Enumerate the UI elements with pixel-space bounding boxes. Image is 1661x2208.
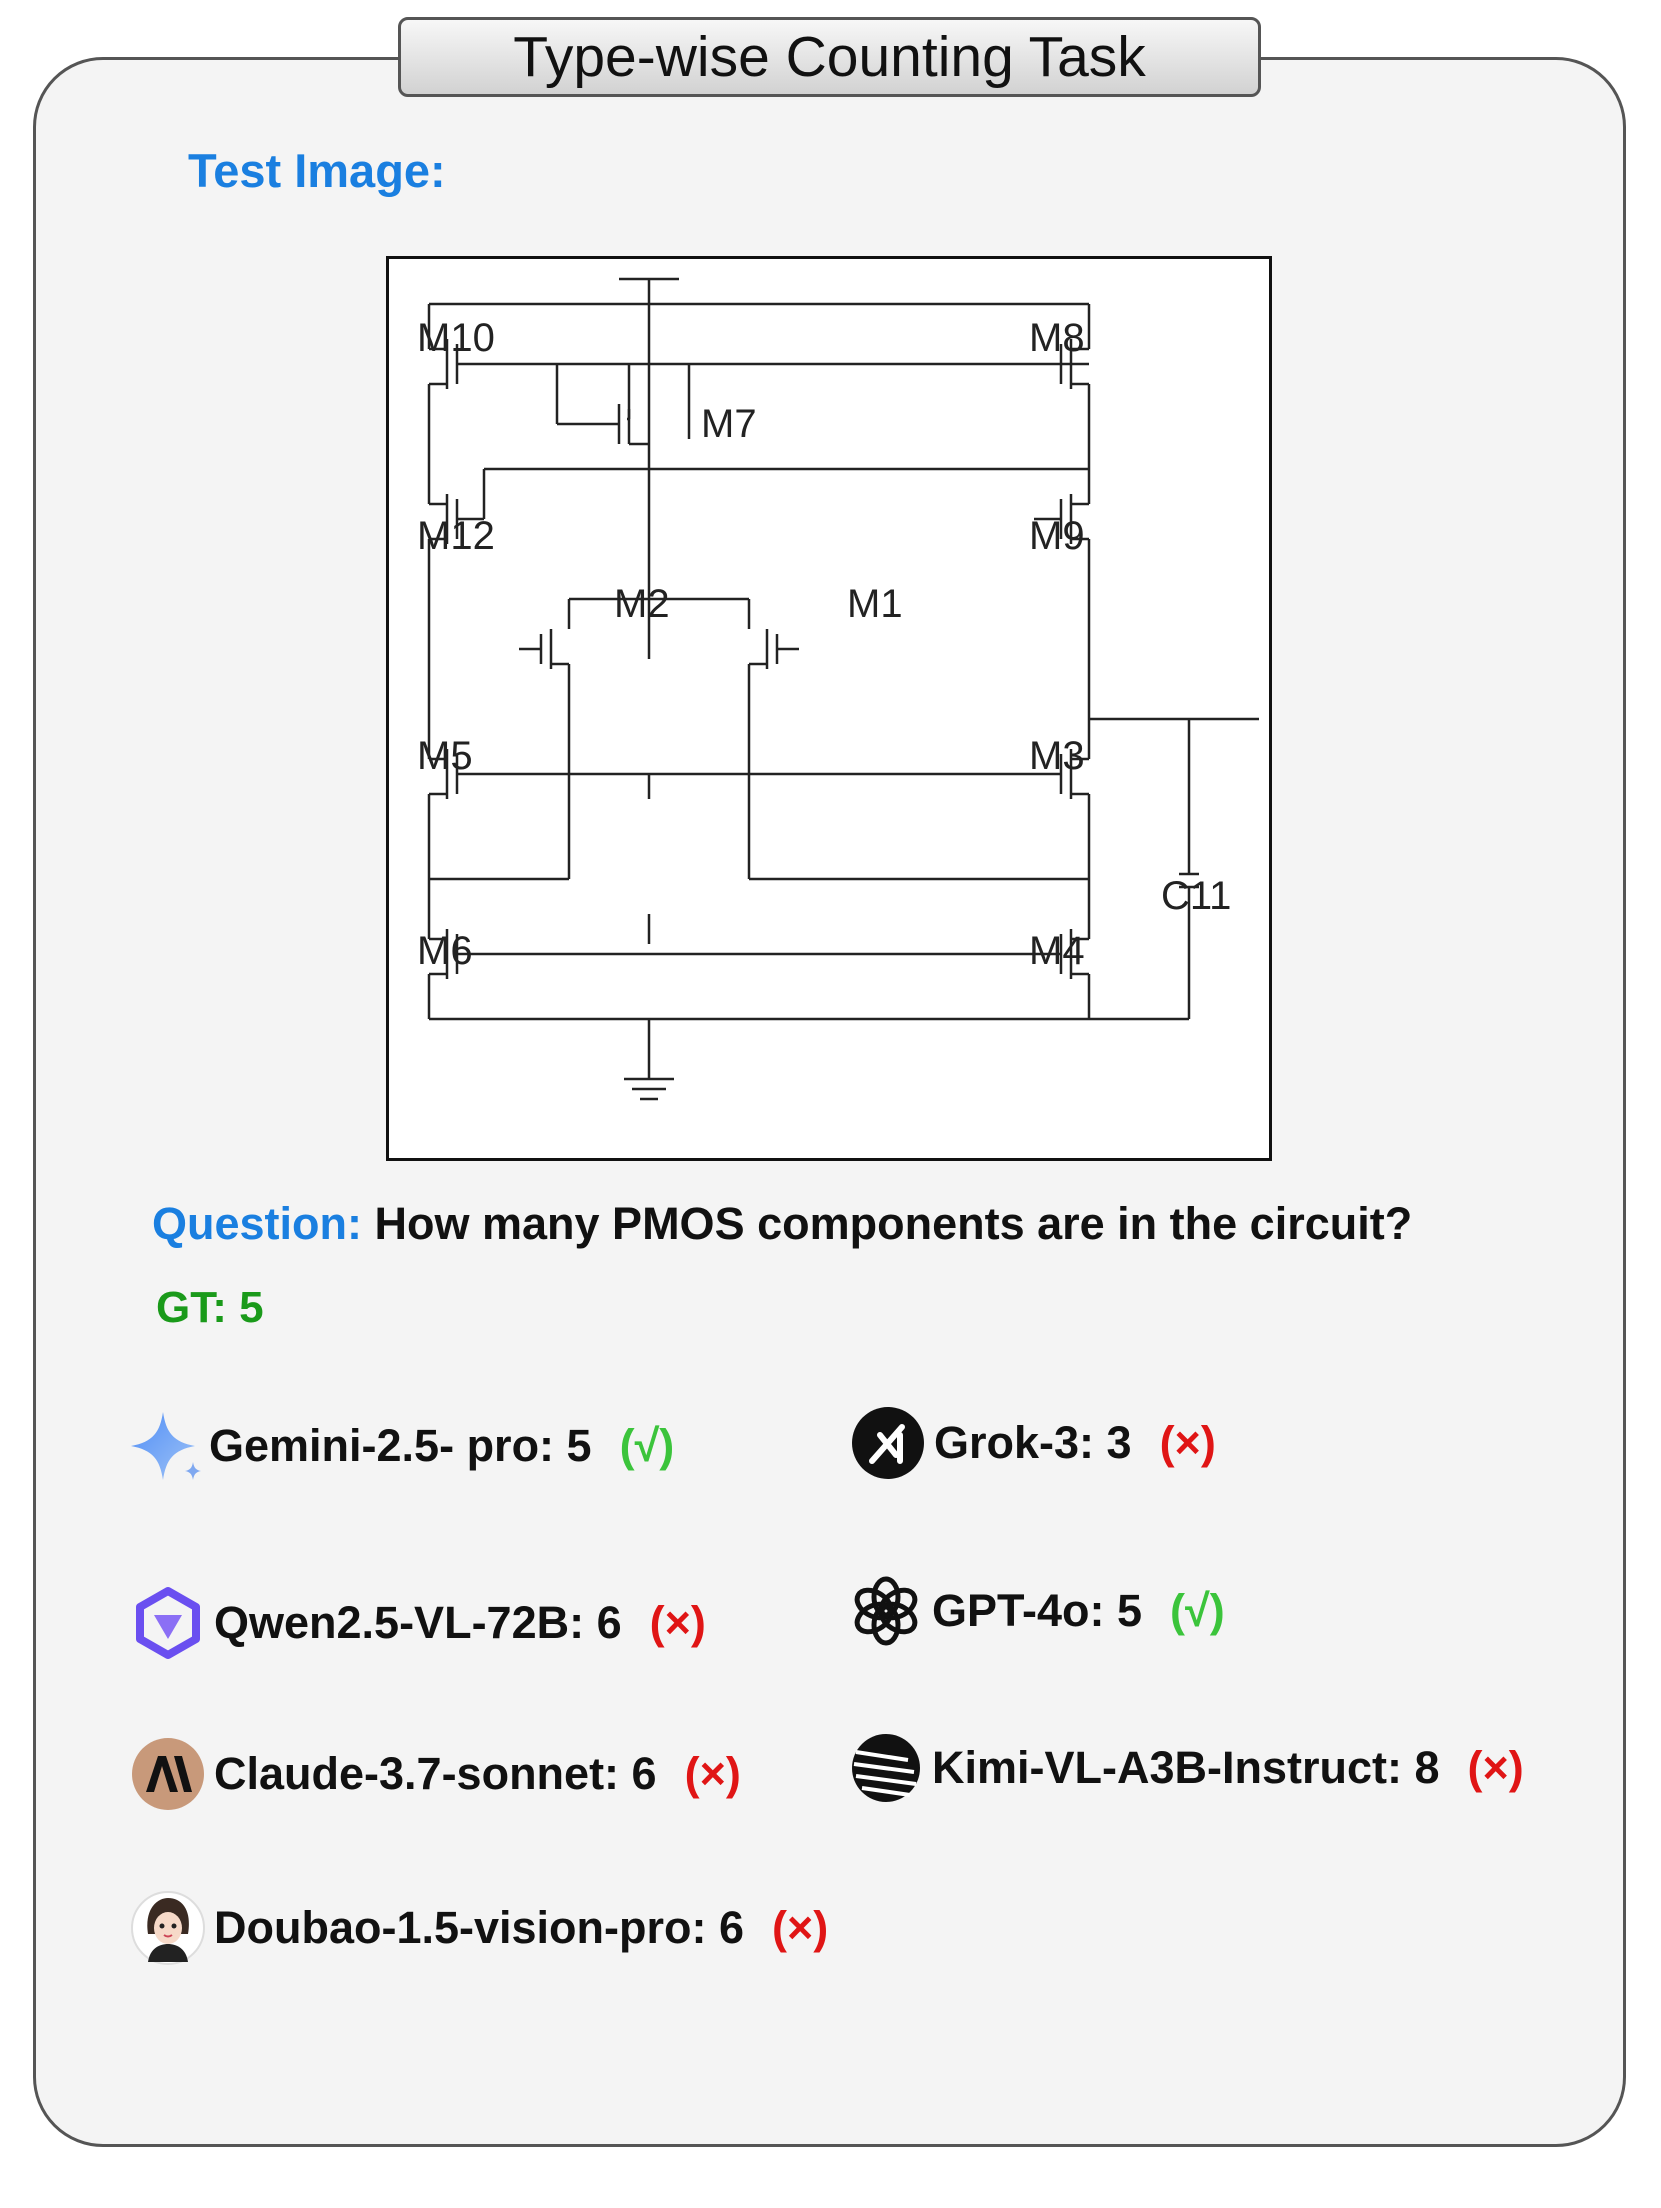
task-title: Type-wise Counting Task (398, 17, 1261, 97)
circuit-diagram: M10 M8 M7 M12 M9 M2 M1 M5 M3 C11 M6 M4 (417, 277, 1259, 1101)
question-text: How many PMOS components are in the circ… (374, 1198, 1413, 1249)
result-qwen-text: Qwen2.5-VL-72B: 6 (214, 1597, 622, 1648)
gemini-sparkle-icon (131, 1412, 201, 1480)
result-doubao: Doubao-1.5-vision-pro: 6 (×) (130, 1890, 828, 1966)
result-kimi-text: Kimi-VL-A3B-Instruct: 8 (932, 1742, 1440, 1793)
result-gpt4o-text: GPT-4o: 5 (932, 1585, 1143, 1636)
label-M3: M3 (1029, 734, 1085, 778)
result-qwen-mark: (×) (649, 1597, 706, 1648)
result-claude-text: Claude-3.7-sonnet: 6 (214, 1748, 657, 1799)
openai-icon (854, 1576, 918, 1646)
result-grok-text: Grok-3: 3 (934, 1417, 1132, 1468)
ground-truth: GT: 5 (156, 1283, 264, 1332)
result-gemini-text: Gemini-2.5- pro: 5 (209, 1420, 592, 1471)
label-M8: M8 (1029, 316, 1085, 360)
result-gemini-mark: (√) (619, 1420, 675, 1471)
label-C11: C11 (1161, 874, 1231, 918)
result-gpt4o: GPT-4o: 5 (√) (848, 1573, 1225, 1649)
label-M10: M10 (417, 316, 495, 360)
circuit-image: M10 M8 M7 M12 M9 M2 M1 M5 M3 C11 M6 M4 (386, 256, 1272, 1161)
kimi-icon (852, 1734, 920, 1802)
label-M2: M2 (614, 582, 670, 626)
label-M5: M5 (417, 734, 473, 778)
anthropic-icon (132, 1738, 204, 1810)
result-claude-mark: (×) (684, 1748, 741, 1799)
question-label: Question: (152, 1198, 362, 1249)
result-grok-mark: (×) (1159, 1417, 1216, 1468)
test-image-label: Test Image: (188, 144, 446, 197)
grok-icon (852, 1407, 924, 1479)
result-claude: Claude-3.7-sonnet: 6 (×) (130, 1736, 741, 1812)
result-gemini: Gemini-2.5- pro: 5 (√) (125, 1408, 674, 1484)
result-qwen: Qwen2.5-VL-72B: 6 (×) (130, 1585, 706, 1661)
doubao-avatar-icon (131, 1891, 205, 1965)
label-M12: M12 (417, 514, 495, 558)
result-gpt4o-mark: (√) (1170, 1585, 1225, 1636)
result-grok: Grok-3: 3 (×) (850, 1405, 1216, 1481)
result-doubao-mark: (×) (772, 1902, 829, 1953)
label-M9: M9 (1029, 514, 1085, 558)
result-kimi-mark: (×) (1467, 1742, 1524, 1793)
label-M1: M1 (847, 582, 903, 626)
label-M6: M6 (417, 929, 473, 973)
question: Question: How many PMOS components are i… (152, 1198, 1412, 1250)
label-M7: M7 (701, 402, 757, 446)
qwen-icon (136, 1587, 200, 1659)
label-M4: M4 (1029, 929, 1085, 973)
result-kimi: Kimi-VL-A3B-Instruct: 8 (×) (848, 1730, 1524, 1806)
result-doubao-text: Doubao-1.5-vision-pro: 6 (214, 1902, 745, 1953)
